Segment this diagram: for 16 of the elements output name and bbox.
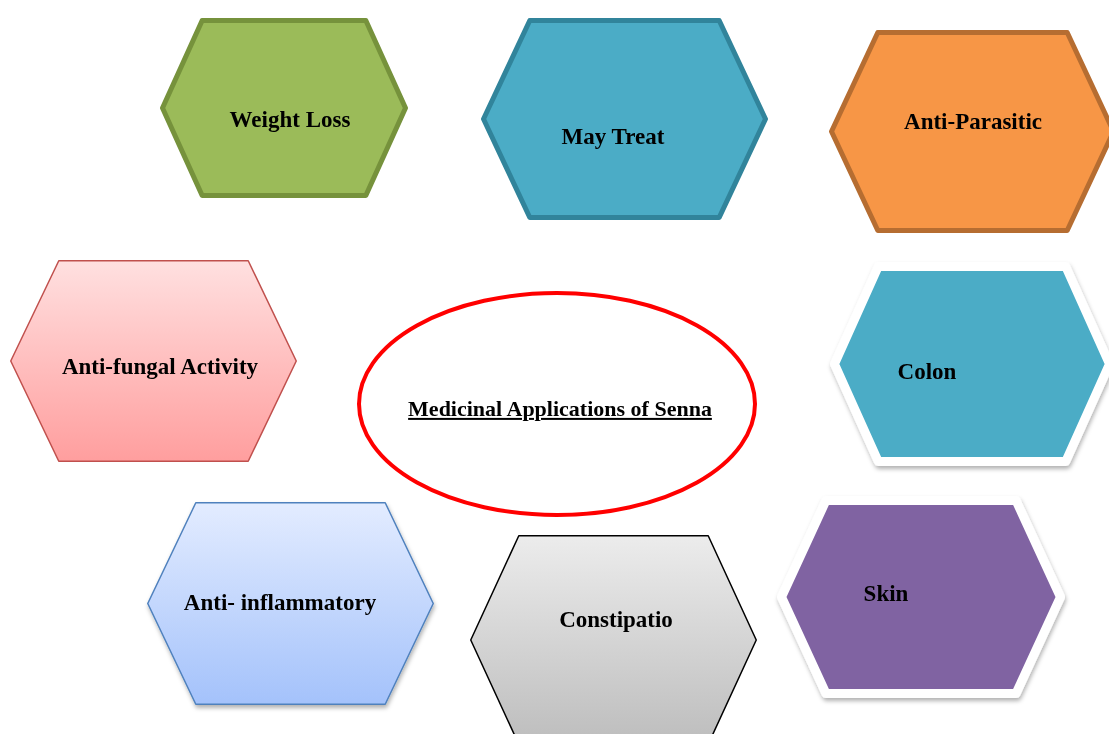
hexagon-node: [481, 18, 768, 220]
hexagon-node: [470, 535, 757, 734]
title-text: Medicinal Applications of Senna: [407, 394, 713, 423]
hexagon-node: [10, 260, 297, 462]
ellipse-node: [357, 291, 757, 517]
node-label: Constipatio: [558, 605, 674, 634]
node-label: Skin: [862, 579, 910, 608]
node-label: Anti- inflammatory: [182, 588, 378, 617]
node-label: Weight Loss: [228, 105, 352, 134]
node-label: Colon: [896, 357, 958, 386]
node-label: Anti-fungal Activity: [60, 352, 260, 381]
hexagon-node: [160, 18, 408, 198]
node-label: Anti-Parasitic: [903, 107, 1043, 136]
hexagon-node: [829, 30, 1109, 233]
hexagon-node: [147, 502, 434, 705]
node-label: May Treat: [560, 122, 666, 151]
